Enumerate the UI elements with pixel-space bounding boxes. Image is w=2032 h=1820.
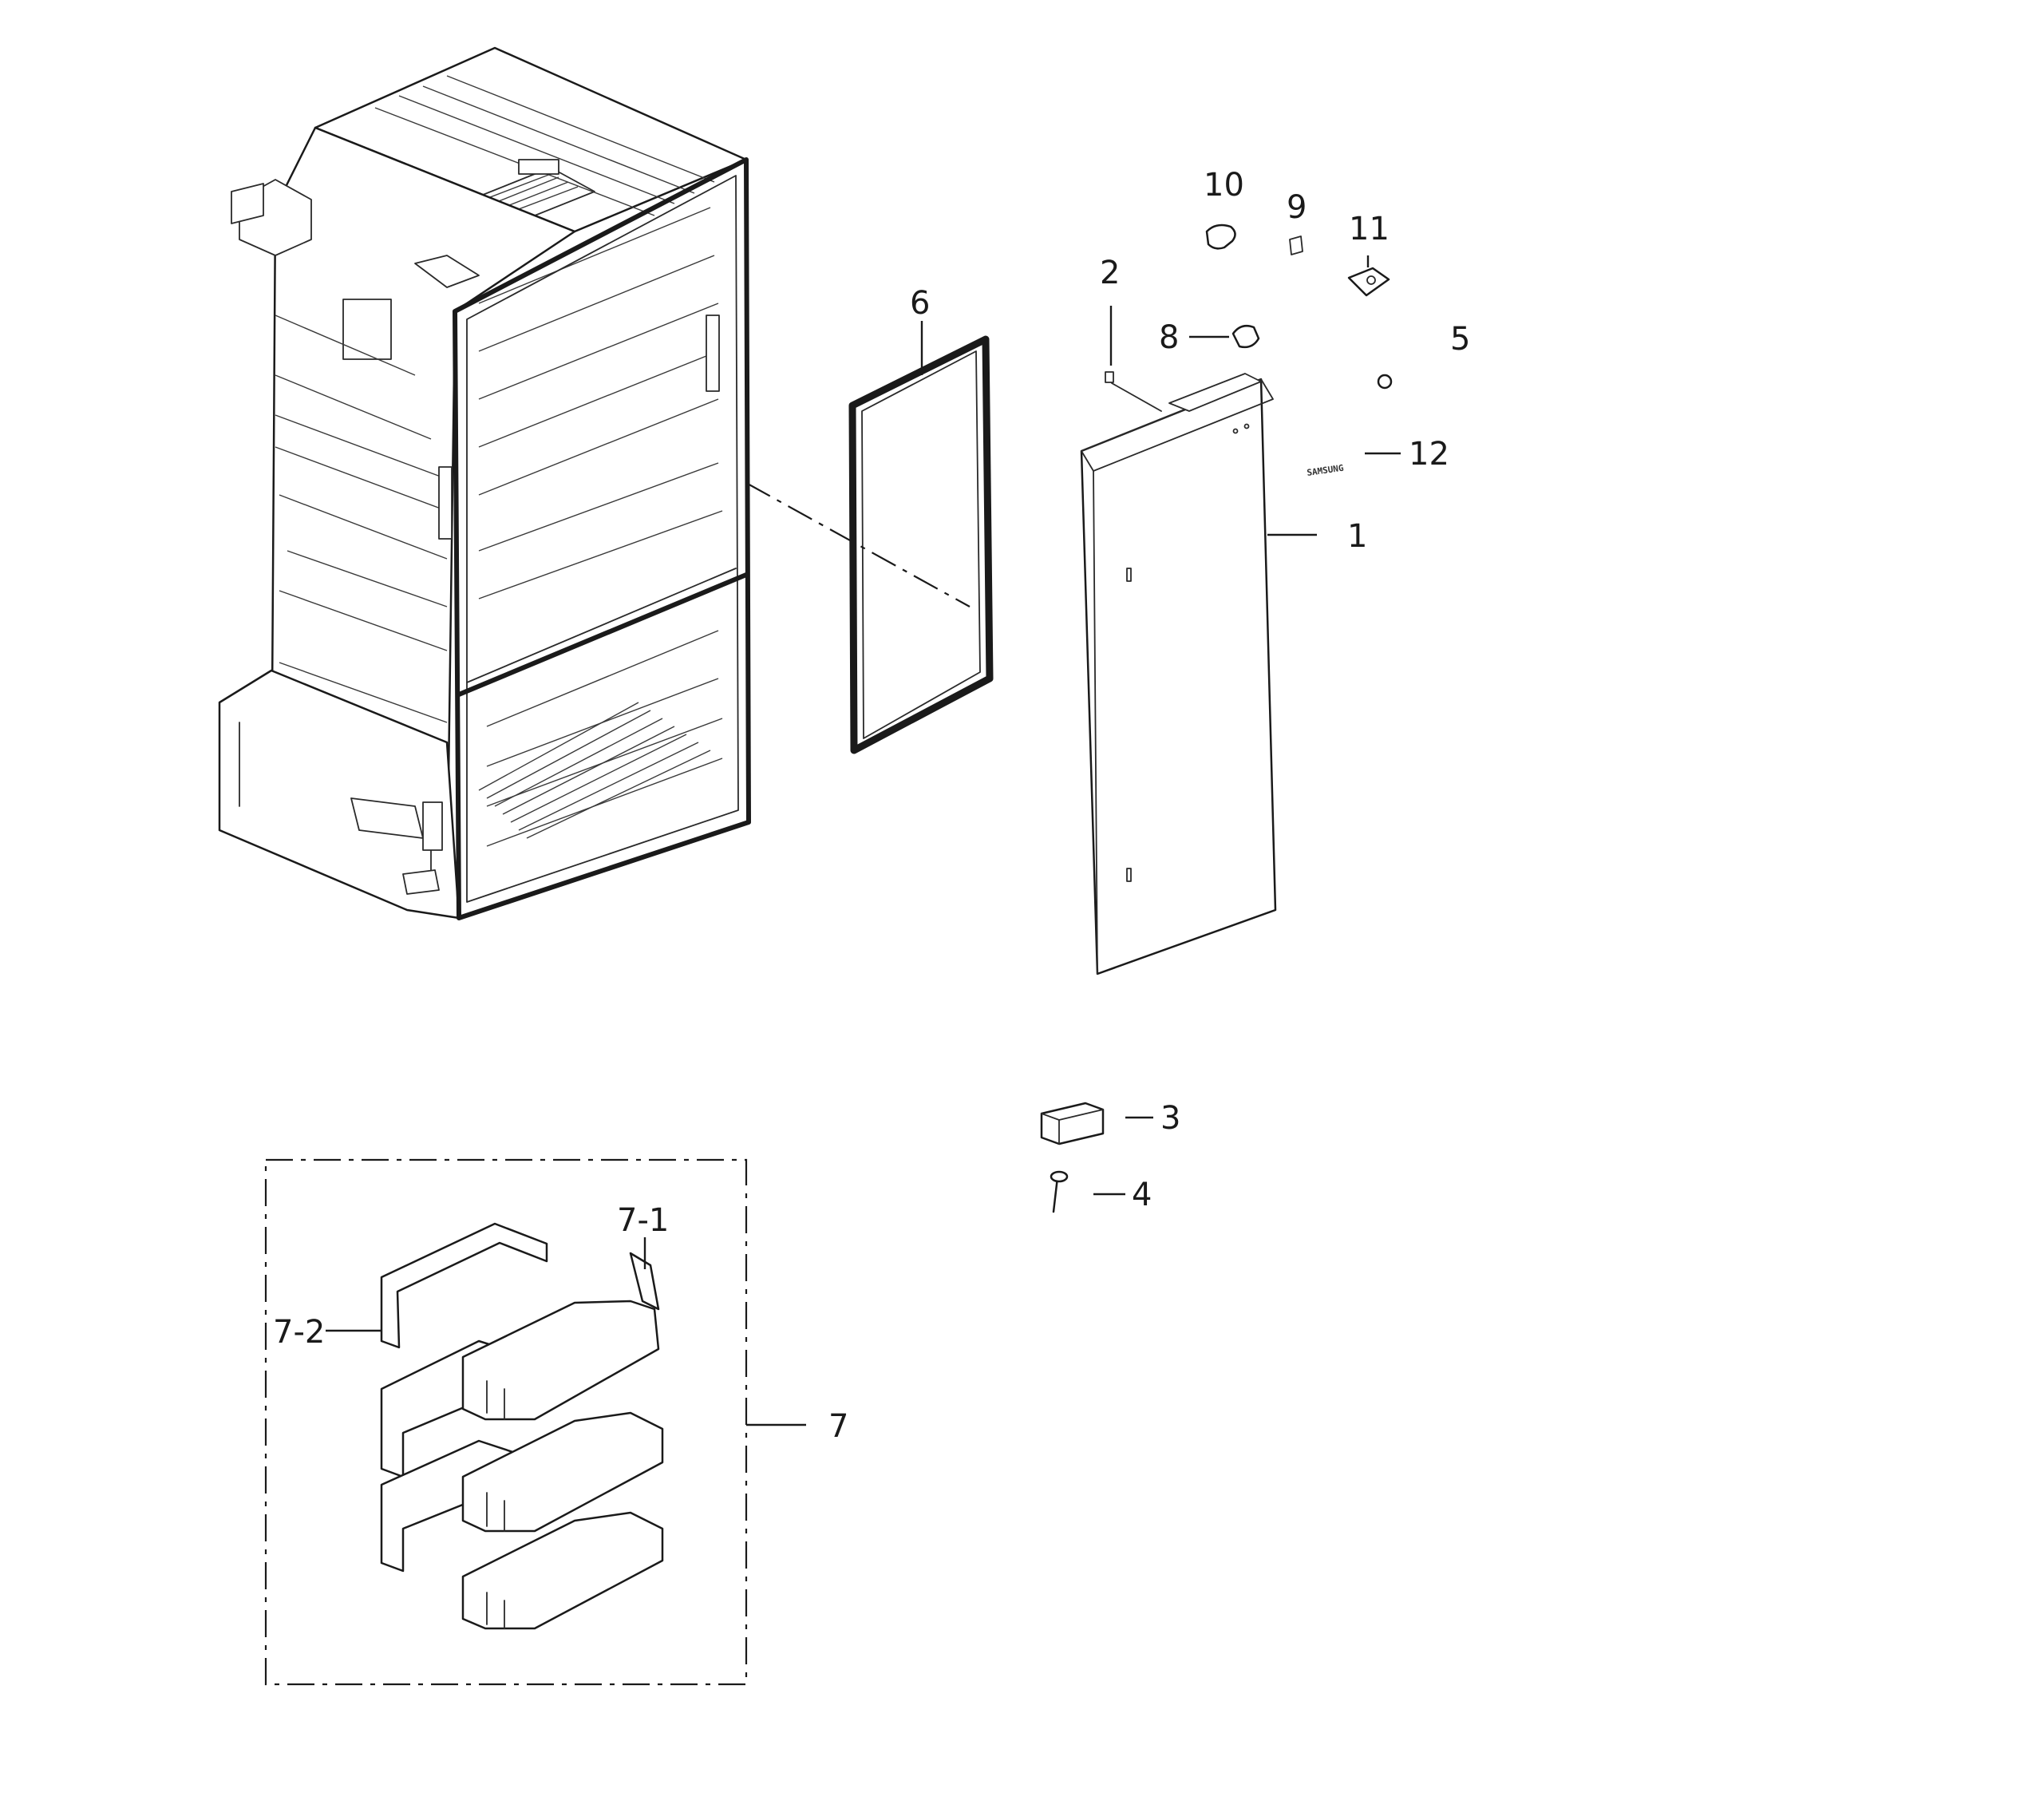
hinge-parts-illustration: SAMSUNG — [1105, 224, 1393, 478]
refrigerator-cabinet-illustration — [218, 46, 751, 920]
refrigerator-door-illustration — [1080, 373, 1277, 975]
callout-5: 5 — [1450, 321, 1470, 358]
callout-6: 6 — [910, 285, 930, 322]
callout-7-2: 7-2 — [273, 1314, 325, 1351]
bin-kit-boundary — [264, 1158, 748, 1686]
callout-3: 3 — [1160, 1100, 1180, 1137]
callout-12: 12 — [1409, 436, 1449, 473]
callout-7-1: 7-1 — [617, 1202, 669, 1239]
callout-8: 8 — [1159, 319, 1179, 356]
callout-11: 11 — [1349, 211, 1390, 247]
callout-1: 1 — [1347, 518, 1367, 555]
leader-lines — [326, 255, 1401, 1426]
callout-labels: 1 2 3 4 5 6 7 7-1 7-2 8 9 10 11 12 — [273, 167, 1470, 1445]
loose-parts-illustration — [1040, 1102, 1105, 1213]
gasket-alignment-line — [745, 482, 971, 607]
door-gasket-illustration — [848, 335, 994, 754]
callout-9: 9 — [1287, 189, 1307, 226]
door-bins-illustration — [380, 1222, 664, 1630]
callout-2: 2 — [1100, 255, 1120, 291]
callout-4: 4 — [1132, 1177, 1152, 1213]
callout-10: 10 — [1204, 167, 1244, 204]
callout-7: 7 — [828, 1408, 848, 1445]
samsung-emblem: SAMSUNG — [1307, 463, 1345, 478]
